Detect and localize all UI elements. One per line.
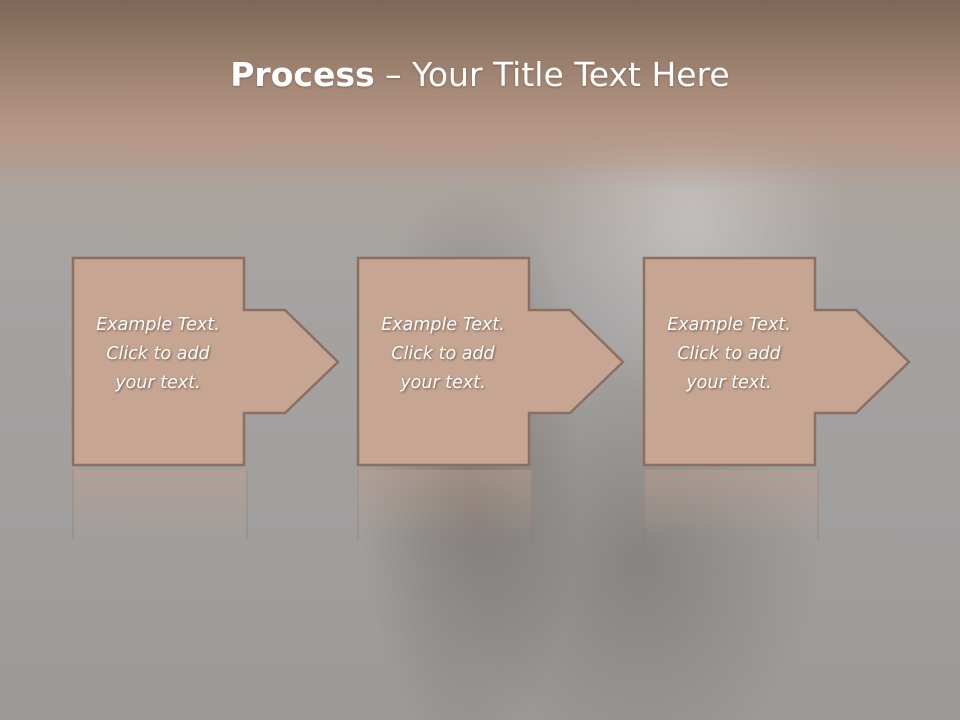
process-step-1[interactable]: Example Text. Click to add your text. [71,256,352,467]
title-rest: – Your Title Text Here [374,55,730,94]
step-1-line-3: your text. [115,373,201,393]
step-1-arrow-shape [71,256,340,467]
step-3-reflection [643,470,819,540]
step-2-line-2: Click to add [391,344,495,364]
process-step-3[interactable]: Example Text. Click to add your text. [642,256,923,467]
process-step-2[interactable]: Example Text. Click to add your text. [356,256,637,467]
step-3-arrow-shape [642,256,911,467]
step-1-line-1: Example Text. [96,315,220,335]
step-3-line-2: Click to add [677,344,781,364]
step-1-text[interactable]: Example Text. Click to add your text. [72,311,244,398]
step-2-text[interactable]: Example Text. Click to add your text. [357,311,529,398]
step-2-arrow-shape [356,256,625,467]
step-2-line-1: Example Text. [381,315,505,335]
step-3-line-3: your text. [686,373,772,393]
title-strong: Process [230,55,375,94]
step-2-line-3: your text. [400,373,486,393]
step-1-line-2: Click to add [106,344,210,364]
step-1-reflection [72,470,248,540]
step-3-text[interactable]: Example Text. Click to add your text. [643,311,815,398]
header-band [0,0,960,190]
step-2-reflection [357,470,533,540]
slide-title[interactable]: Process – Your Title Text Here [0,54,960,96]
step-3-line-1: Example Text. [667,315,791,335]
